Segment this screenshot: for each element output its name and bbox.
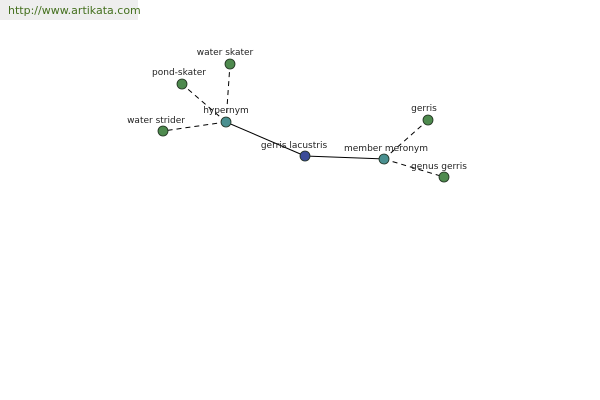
url-banner: http://www.artikata.com [0,0,141,20]
edge-gerris-lacustris-to-member-meronym [304,155,385,160]
node-label-member-meronym[interactable]: member meronym [344,144,428,154]
node-water-strider[interactable]: water strider [127,116,185,137]
edge-hypernym-to-water-skater [225,63,231,123]
edge-hypernym-to-water-strider [162,121,227,132]
edge-member-meronym-to-gerris [383,119,429,160]
node-water-skater[interactable]: water skater [197,48,254,70]
node-dot-gerris[interactable] [422,114,434,126]
node-hypernym[interactable]: hypernym [203,106,249,128]
node-gerris[interactable]: gerris [411,104,437,126]
node-dot-genus-gerris[interactable] [438,171,450,183]
node-label-pond-skater[interactable]: pond-skater [152,68,206,78]
node-dot-water-strider[interactable] [157,125,169,137]
node-gerris-lacustris[interactable]: gerris lacustris [261,141,328,162]
node-dot-member-meronym[interactable] [378,153,390,165]
site-url-link[interactable]: http://www.artikata.com [8,4,141,17]
node-label-hypernym[interactable]: hypernym [203,106,249,116]
nodes-layer: gerris lacustris hypernym member meronym wa… [127,48,467,183]
node-label-gerris[interactable]: gerris [411,104,437,114]
node-dot-gerris-lacustris[interactable] [299,150,311,162]
node-member-meronym[interactable]: member meronym [344,144,428,165]
edge-hypernym-to-pond-skater [181,83,227,123]
node-pond-skater[interactable]: pond-skater [152,68,206,90]
node-dot-pond-skater[interactable] [176,78,188,90]
node-label-gerris-lacustris[interactable]: gerris lacustris [261,141,328,151]
node-label-water-strider[interactable]: water strider [127,116,185,126]
node-label-water-skater[interactable]: water skater [197,48,254,58]
edge-member-meronym-to-genus-gerris [383,158,445,178]
node-genus-gerris[interactable]: genus gerris [411,162,467,183]
node-dot-hypernym[interactable] [220,116,232,128]
node-label-genus-gerris[interactable]: genus gerris [411,162,467,172]
node-dot-water-skater[interactable] [224,58,236,70]
edge-gerris-lacustris-to-hypernym [225,121,306,157]
edges-layer [162,63,445,178]
